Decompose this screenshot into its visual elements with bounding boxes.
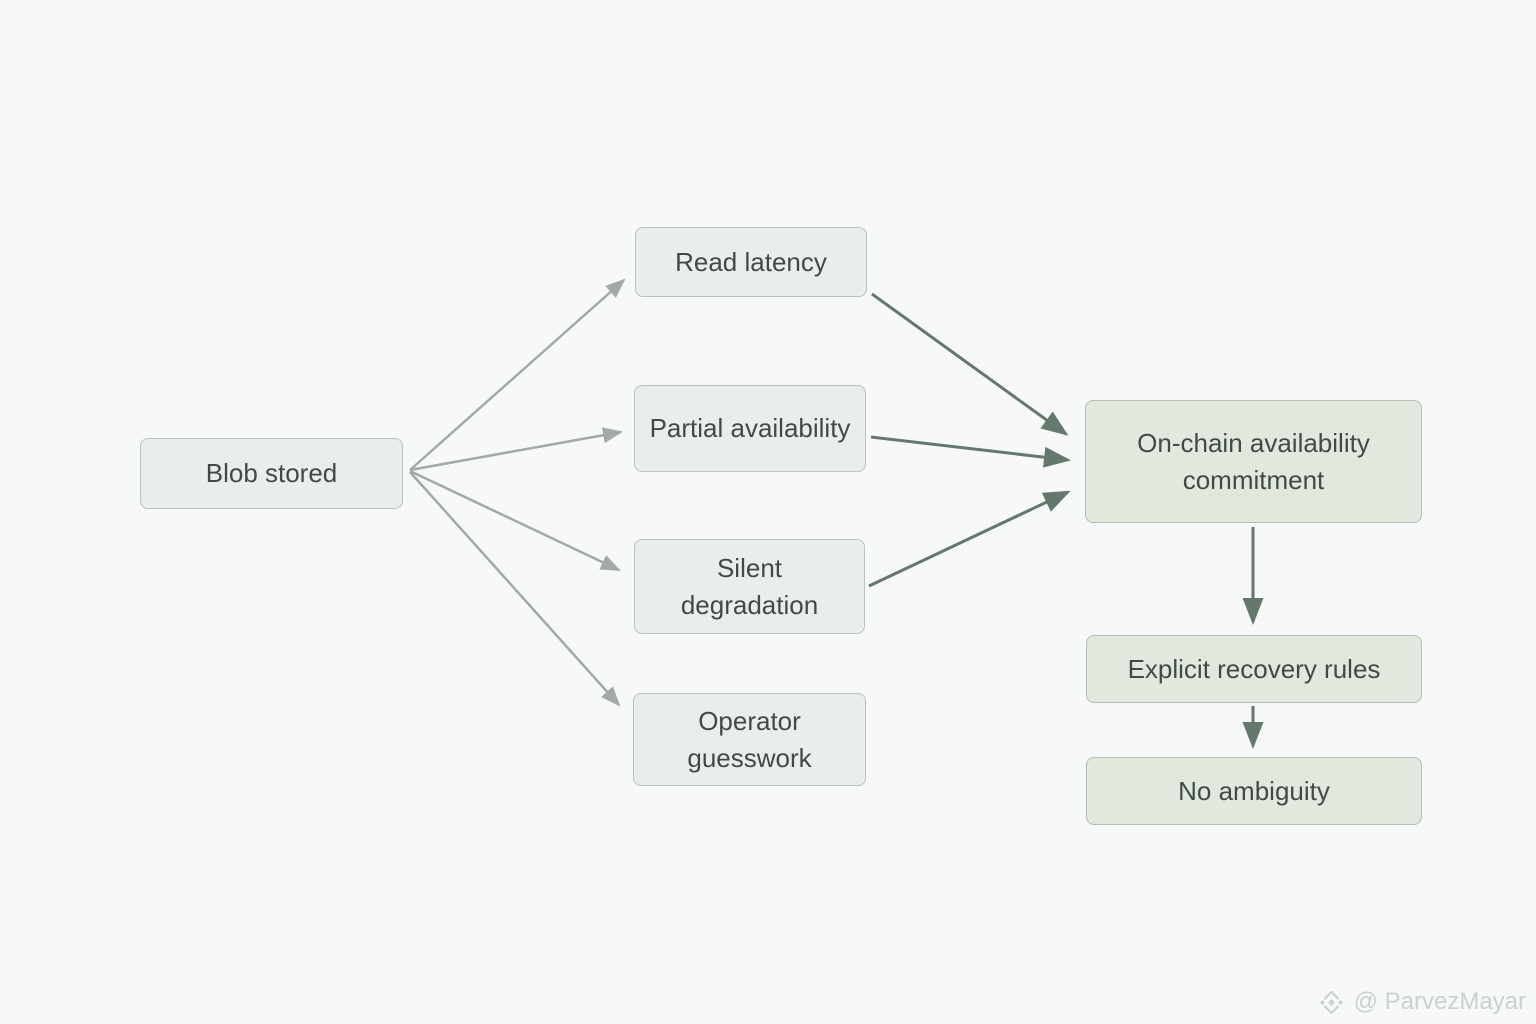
node-silent-degradation-label: Silent degradation (680, 552, 819, 620)
node-partial-availability: Partial availability (634, 385, 866, 472)
edge-blob-to-operator (409, 471, 621, 707)
node-operator-guesswork: Operator guesswork (633, 693, 866, 786)
node-partial-availability-label: Partial availability (649, 413, 851, 444)
node-blob-stored: Blob stored (140, 438, 403, 509)
node-explicit-recovery-rules-label: Explicit recovery rules (1127, 653, 1381, 684)
node-blob-stored-label: Blob stored (205, 458, 338, 489)
edge-blob-to-silent (409, 469, 621, 572)
edge-blob-to-partial (409, 427, 623, 472)
node-read-latency: Read latency (635, 227, 867, 297)
edge-silent-to-onchain (868, 490, 1071, 588)
node-no-ambiguity-label: No ambiguity (1178, 775, 1330, 806)
node-read-latency-label: Read latency (675, 246, 827, 277)
edge-read-to-onchain (871, 292, 1069, 436)
watermark: @ ParvezMayar (1318, 988, 1526, 1016)
node-explicit-recovery-rules: Explicit recovery rules (1086, 635, 1422, 703)
diamond-logo-icon (1318, 989, 1345, 1016)
node-onchain-availability-commitment: On-chain availability commitment (1085, 400, 1422, 523)
edge-blob-to-read (409, 278, 626, 471)
node-no-ambiguity: No ambiguity (1086, 757, 1422, 825)
watermark-handle: @ ParvezMayar (1353, 988, 1526, 1015)
node-silent-degradation: Silent degradation (634, 539, 865, 634)
node-operator-guesswork-label: Operator guesswork (687, 705, 812, 773)
edge-partial-to-onchain (870, 435, 1071, 468)
node-onchain-availability-commitment-label: On-chain availability commitment (1137, 427, 1370, 495)
